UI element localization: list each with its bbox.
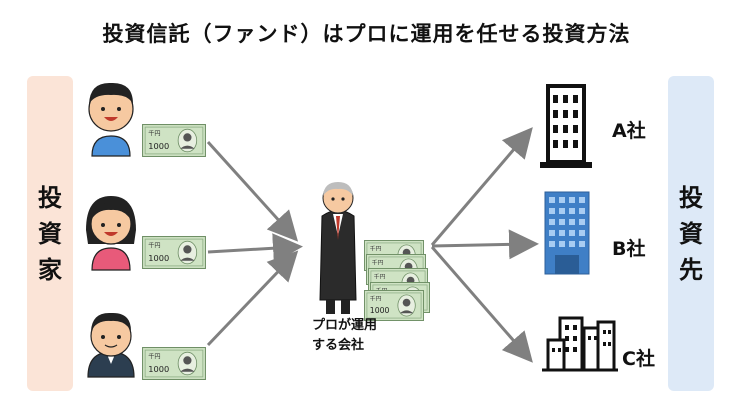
fund-manager-icon [319,182,357,314]
building-c-icon [542,316,618,372]
arrow-investor1-to-fund [206,140,299,242]
building-c-windows [552,325,611,352]
investor-box: 投 資 家 [27,76,73,391]
destination-char-2: 資 [679,219,703,248]
investor-boy-icon [88,82,134,157]
arrow-fund-to-b [431,229,539,260]
arrow-investor2-to-fund [207,233,303,264]
banknote-icon-3 [142,347,206,380]
arrow-investor3-to-fund [206,250,299,347]
investor-man-icon [87,312,135,378]
investor-char-3: 家 [38,255,62,284]
fund-manager-label-line2: する会社 [312,338,365,353]
arrow-fund-to-c [430,246,533,363]
building-b-icon [544,191,590,275]
destination-char-1: 投 [679,183,703,212]
building-a-icon [540,84,592,168]
company-a-label: A社 [612,120,646,142]
investor-girl-icon [86,196,136,271]
fund-manager-label: プロが運用 する会社 [312,316,377,356]
page-title: 投資信託（ファンド）はプロに運用を任せる投資方法 [102,22,631,46]
destination-box: 投 資 先 [668,76,714,391]
investor-char-2: 資 [38,219,62,248]
company-c-label: C社 [622,348,655,370]
company-b-label: B社 [612,238,646,260]
banknote-icon-1 [142,124,206,157]
destination-char-3: 先 [679,255,703,284]
arrow-fund-to-a [430,127,533,246]
investor-char-1: 投 [38,183,62,212]
fund-manager-label-line1: プロが運用 [312,318,378,333]
banknote-icon-2 [142,236,206,269]
banknote-stack-icon [364,240,430,321]
